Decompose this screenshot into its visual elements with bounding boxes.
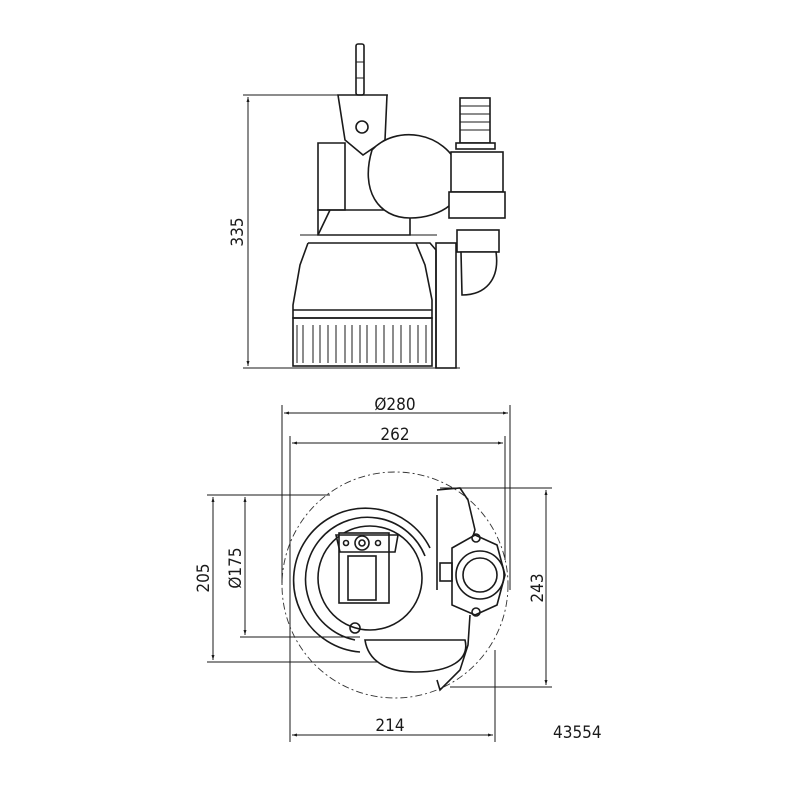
outlet-elbow — [460, 251, 498, 296]
base-width-label: 214 — [375, 716, 404, 736]
strainer — [292, 317, 433, 367]
strainer-slots — [296, 325, 427, 363]
motor-housing — [317, 142, 346, 211]
pump-bottom-view — [207, 405, 552, 742]
float-pivot — [355, 120, 369, 134]
drawing-number: 43554 — [553, 723, 602, 743]
footprint-circle — [281, 471, 509, 699]
width-label: 262 — [380, 425, 409, 445]
outlet-union — [450, 151, 504, 193]
outlet-port — [462, 557, 498, 593]
motor-ring — [317, 525, 423, 631]
float-switch — [367, 133, 463, 219]
mounting-bracket — [435, 242, 457, 369]
pump-body — [292, 242, 433, 319]
terminal-block — [338, 532, 390, 604]
diameter-outer-label: Ø280 — [374, 395, 415, 415]
pump-side-view — [243, 43, 506, 369]
depth-label: 205 — [194, 563, 214, 592]
length-label: 243 — [528, 573, 548, 602]
pivot-hole — [349, 622, 361, 634]
bracket-upper — [436, 487, 476, 546]
hose-connector — [459, 97, 491, 144]
float-bottom — [364, 639, 467, 673]
diameter-inner-label: Ø175 — [226, 547, 246, 588]
height-dimension-label: 335 — [228, 217, 248, 246]
outlet-flange — [451, 534, 506, 616]
cable-gland — [355, 43, 365, 96]
outer-ring — [292, 507, 431, 653]
